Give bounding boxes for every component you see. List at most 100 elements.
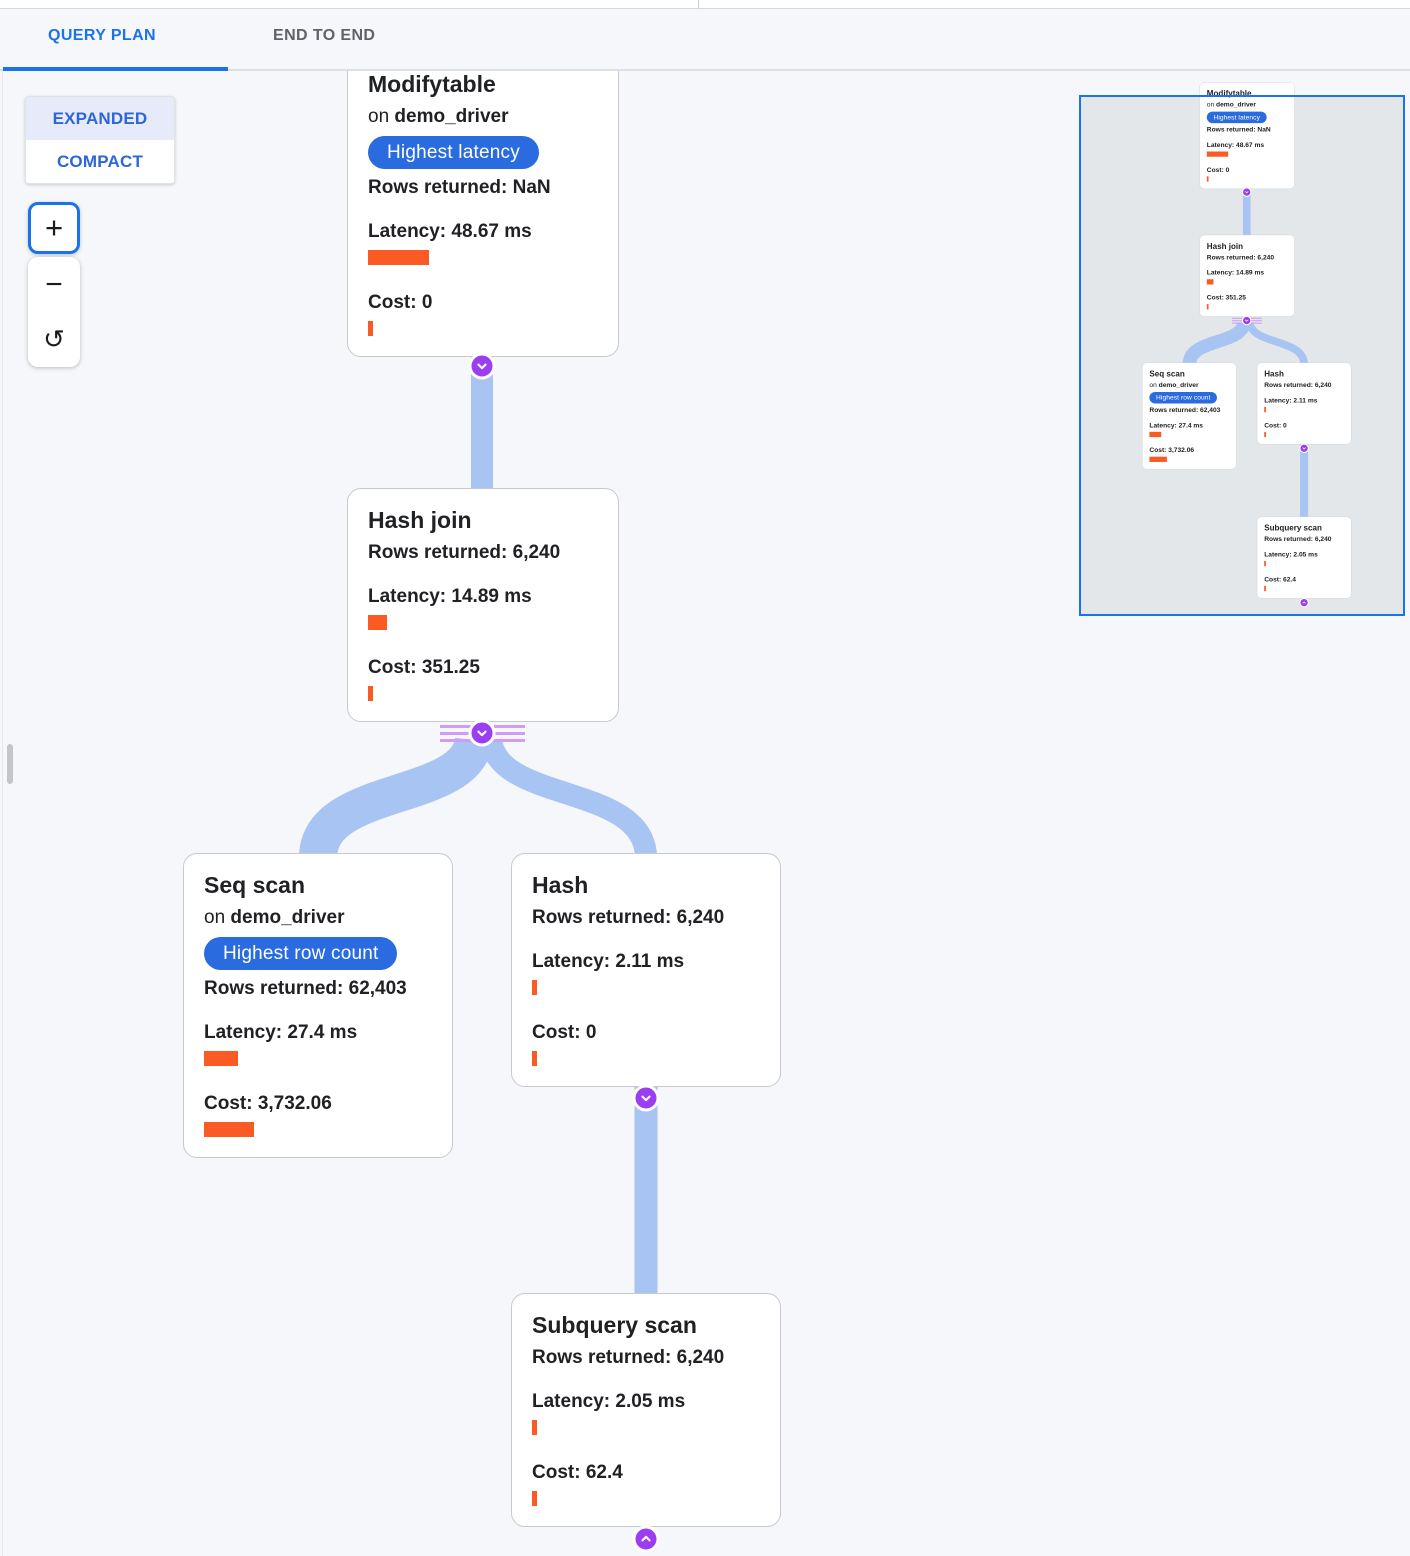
cost-bar	[204, 1122, 254, 1137]
collapse-toggle-hash[interactable]	[632, 1084, 660, 1112]
mini-node-title: Modifytable	[1206, 88, 1252, 98]
plan-node-subquery-scan[interactable]: Subquery scan Rows returned: 6,240 Laten…	[511, 1293, 781, 1527]
cost-bar	[368, 686, 373, 701]
mini-node-title: Seq scan	[1149, 369, 1185, 379]
latency-bar	[204, 1051, 238, 1066]
highest-row-count-badge: Highest row count	[204, 937, 398, 970]
mini-plan-node-subquery-scan: Subquery scan Rows returned: 6,240 Laten…	[1256, 516, 1352, 599]
chevron-up-icon	[641, 1535, 651, 1542]
latency-bar	[532, 1420, 537, 1435]
tab-end-to-end[interactable]: END TO END	[273, 27, 376, 44]
top-strip-divider	[698, 0, 699, 9]
active-tab-indicator	[3, 67, 228, 71]
chevron-down-icon	[641, 1095, 651, 1102]
mini-highest-row-count-badge: Highest row count	[1149, 391, 1218, 404]
chevron-down-icon	[477, 730, 487, 737]
zoom-button-group: − ↺	[28, 257, 80, 367]
zoom-in-button[interactable]: +	[28, 202, 80, 254]
latency-bar	[368, 615, 387, 630]
mini-rows-returned: Rows returned: 6,240	[1206, 253, 1275, 262]
zoom-out-button[interactable]: −	[45, 267, 63, 301]
mini-cost-value: Cost: 3,732.06	[1149, 446, 1195, 454]
view-mode-toggle: EXPANDED COMPACT	[25, 96, 175, 184]
mini-edge-hashjoin-seqscan	[1182, 320, 1251, 366]
mini-plan-node-hash-join: Hash join Rows returned: 6,240 Latency: …	[1199, 234, 1295, 317]
edge-hashjoin-hash	[480, 737, 657, 860]
collapse-toggle-hash-join[interactable]	[468, 719, 496, 747]
mini-latency-bar	[1206, 151, 1229, 157]
edge-hashjoin-seqscan	[299, 735, 493, 861]
highest-latency-badge: Highest latency	[368, 136, 539, 169]
mini-rows-returned: Rows returned: NaN	[1206, 125, 1271, 134]
minimap[interactable]: Modifytable on demo_driver Highest laten…	[1078, 64, 1410, 624]
mini-highest-latency-badge: Highest latency	[1206, 111, 1267, 124]
mini-node-table: on demo_driver	[1206, 101, 1256, 109]
plan-node-seq-scan[interactable]: Seq scan on demo_driver Highest row coun…	[183, 853, 453, 1158]
plan-node-hash[interactable]: Hash Rows returned: 6,240 Latency: 2.11 …	[511, 853, 781, 1087]
collapse-lines-right	[494, 725, 525, 742]
cost-value: Cost: 351.25	[368, 657, 480, 678]
window-top-strip	[0, 0, 1410, 9]
mini-rows-returned: Rows returned: 6,240	[1264, 381, 1332, 389]
tab-query-plan[interactable]: QUERY PLAN	[48, 27, 157, 44]
rows-returned: Rows returned: NaN	[368, 177, 551, 198]
node-title: Hash join	[368, 507, 472, 533]
mini-latency-value: Latency: 27.4 ms	[1149, 421, 1203, 430]
latency-value: Latency: 27.4 ms	[204, 1022, 358, 1043]
mini-latency-value: Latency: 2.11 ms	[1264, 396, 1318, 405]
expand-toggle-subquery-scan[interactable]	[632, 1525, 660, 1553]
cost-bar	[532, 1491, 537, 1506]
mini-chevron-down-icon	[1245, 191, 1249, 194]
latency-value: Latency: 14.89 ms	[368, 586, 532, 607]
mini-cost-value: Cost: 0	[1206, 166, 1230, 174]
rows-returned: Rows returned: 6,240	[532, 1347, 725, 1368]
cost-value: Cost: 62.4	[532, 1462, 623, 1483]
cost-bar	[368, 321, 373, 336]
panel-left-border	[2, 10, 3, 1556]
mini-edge-hashjoin-hash	[1246, 321, 1308, 365]
tab-bar: QUERY PLAN END TO END	[0, 0, 1410, 71]
mini-latency-value: Latency: 14.89 ms	[1206, 269, 1265, 277]
mini-node-title: Subquery scan	[1264, 523, 1322, 533]
mini-cost-value: Cost: 62.4	[1264, 575, 1296, 584]
mini-collapse-lines-left	[1232, 317, 1243, 324]
node-title: Hash	[532, 872, 589, 898]
mini-latency-value: Latency: 2.05 ms	[1264, 550, 1318, 559]
mini-node-title: Hash	[1264, 369, 1284, 379]
mini-chevron-down-icon	[1245, 319, 1249, 322]
cost-value: Cost: 3,732.06	[204, 1093, 332, 1114]
mini-latency-bar	[1206, 279, 1214, 285]
mini-cost-value: Cost: 0	[1264, 421, 1287, 430]
expanded-button[interactable]: EXPANDED	[26, 97, 174, 140]
plan-node-modifytable[interactable]: Modifytable on demo_driver Highest laten…	[347, 52, 619, 357]
rows-returned: Rows returned: 6,240	[532, 907, 725, 928]
chevron-down-icon	[477, 363, 487, 370]
mini-chevron-up-icon	[1302, 601, 1306, 604]
collapse-lines-left	[440, 725, 471, 742]
latency-bar	[532, 980, 537, 995]
mini-latency-bar	[1264, 407, 1266, 413]
mini-collapse-toggle-modifytable	[1241, 187, 1252, 197]
latency-bar	[368, 250, 429, 265]
reset-view-button[interactable]: ↺	[43, 324, 65, 354]
node-title: Subquery scan	[532, 1312, 697, 1338]
mini-collapse-toggle-hash	[1299, 443, 1309, 454]
mini-cost-bar	[1264, 431, 1266, 438]
cost-value: Cost: 0	[368, 292, 433, 313]
mini-rows-returned: Rows returned: 62,403	[1149, 406, 1221, 414]
mini-plan-node-hash: Hash Rows returned: 6,240 Latency: 2.11 …	[1256, 362, 1352, 445]
mini-chevron-down-icon	[1302, 447, 1306, 450]
mini-plan-node-modifytable: Modifytable on demo_driver Highest laten…	[1199, 82, 1295, 189]
collapse-toggle-modifytable[interactable]	[468, 352, 496, 380]
mini-latency-value: Latency: 48.67 ms	[1206, 141, 1265, 149]
mini-collapse-toggle-hash-join	[1241, 315, 1252, 326]
vertical-scrollbar-thumb[interactable]	[7, 744, 13, 784]
mini-cost-value: Cost: 351.25	[1206, 293, 1246, 302]
cost-bar	[532, 1051, 537, 1066]
node-table: on demo_driver	[204, 907, 345, 928]
compact-button[interactable]: COMPACT	[56, 152, 144, 171]
rows-returned: Rows returned: 62,403	[204, 978, 407, 999]
plan-node-hash-join[interactable]: Hash join Rows returned: 6,240 Latency: …	[347, 488, 619, 722]
